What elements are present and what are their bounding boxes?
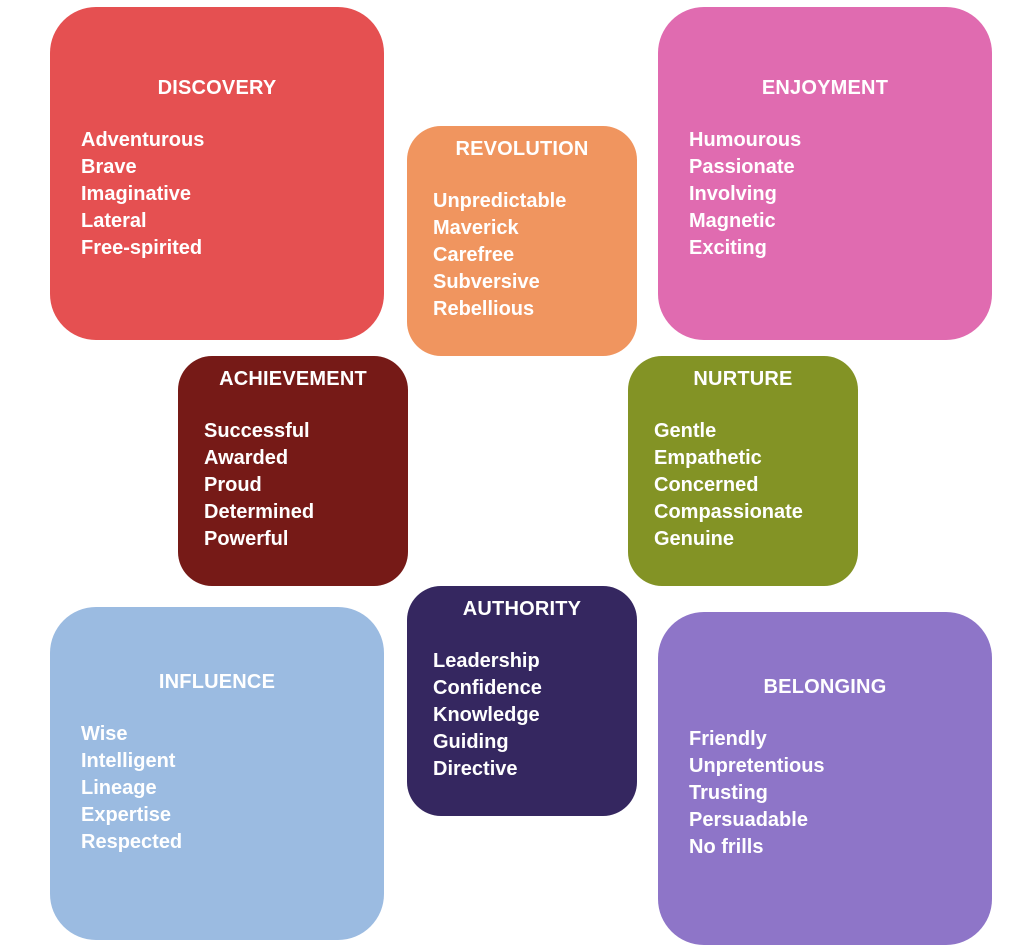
influence-box: INFLUENCE Wise Intelligent Lineage Exper… — [50, 607, 384, 940]
trait-item: Proud — [204, 474, 262, 496]
trait-item: Expertise — [81, 804, 172, 826]
discovery-box: DISCOVERY Adventurous Brave Imaginative … — [50, 7, 384, 340]
nurture-box: NURTURE Gentle Empathetic Concerned Comp… — [628, 356, 858, 586]
authority-box: AUTHORITY Leadership Confidence Knowledg… — [407, 586, 637, 816]
trait-item: Persuadable — [689, 809, 808, 831]
discovery-traits: Adventurous Brave Imaginative Lateral Fr… — [81, 127, 204, 262]
trait-item: Maverick — [433, 217, 519, 239]
trait-item: Unpredictable — [433, 190, 567, 212]
enjoyment-traits: Humourous Passionate Involving Magnetic … — [689, 127, 801, 262]
trait-item: Directive — [433, 758, 518, 780]
revolution-title: REVOLUTION — [455, 138, 589, 160]
revolution-traits: Unpredictable Maverick Carefree Subversi… — [433, 188, 566, 323]
authority-title: AUTHORITY — [462, 598, 582, 620]
authority-traits: Leadership Confidence Knowledge Guiding … — [433, 648, 542, 783]
trait-item: Determined — [204, 501, 315, 523]
trait-item: Rebellious — [433, 298, 535, 320]
trait-item: Unpretentious — [689, 755, 825, 777]
enjoyment-title: ENJOYMENT — [761, 77, 889, 99]
trait-item: Lineage — [81, 777, 157, 799]
belonging-box: BELONGING Friendly Unpretentious Trustin… — [658, 612, 992, 945]
belonging-title: BELONGING — [763, 676, 887, 698]
trait-item: Genuine — [654, 528, 735, 550]
trait-item: Empathetic — [654, 447, 762, 469]
achievement-traits: Successful Awarded Proud Determined Powe… — [204, 418, 314, 553]
trait-item: Involving — [689, 183, 777, 205]
trait-item: Imaginative — [81, 183, 192, 205]
trait-item: Leadership — [433, 650, 540, 672]
influence-traits: Wise Intelligent Lineage Expertise Respe… — [81, 721, 182, 856]
trait-item: Concerned — [654, 474, 759, 496]
trait-item: Exciting — [689, 237, 767, 259]
trait-item: Humourous — [689, 129, 802, 151]
trait-item: Brave — [81, 156, 137, 178]
trait-item: Friendly — [689, 728, 767, 750]
trait-item: Passionate — [689, 156, 795, 178]
trait-item: Confidence — [433, 677, 542, 699]
trait-item: Adventurous — [81, 129, 205, 151]
trait-item: Trusting — [689, 782, 768, 804]
achievement-title: ACHIEVEMENT — [219, 368, 367, 390]
trait-item: Powerful — [204, 528, 289, 550]
trait-item: Intelligent — [81, 750, 176, 772]
revolution-box: REVOLUTION Unpredictable Maverick Carefr… — [407, 126, 637, 356]
trait-item: Lateral — [81, 210, 147, 232]
nurture-title: NURTURE — [693, 368, 793, 390]
achievement-box: ACHIEVEMENT Successful Awarded Proud Det… — [178, 356, 408, 586]
trait-item: Compassionate — [654, 501, 803, 523]
trait-item: Wise — [81, 723, 128, 745]
nurture-traits: Gentle Empathetic Concerned Compassionat… — [654, 418, 803, 553]
trait-item: Gentle — [654, 420, 717, 442]
trait-item: Guiding — [433, 731, 509, 753]
belonging-traits: Friendly Unpretentious Trusting Persuada… — [689, 726, 825, 861]
trait-item: No frills — [689, 836, 764, 858]
trait-item: Respected — [81, 831, 183, 853]
discovery-title: DISCOVERY — [157, 77, 277, 99]
trait-item: Knowledge — [433, 704, 540, 726]
influence-title: INFLUENCE — [158, 671, 276, 693]
trait-item: Subversive — [433, 271, 540, 293]
trait-item: Awarded — [204, 447, 289, 469]
trait-item: Carefree — [433, 244, 515, 266]
enjoyment-box: ENJOYMENT Humourous Passionate Involving… — [658, 7, 992, 340]
trait-item: Free-spirited — [81, 237, 203, 259]
trait-item: Magnetic — [689, 210, 776, 232]
trait-item: Successful — [204, 420, 310, 442]
